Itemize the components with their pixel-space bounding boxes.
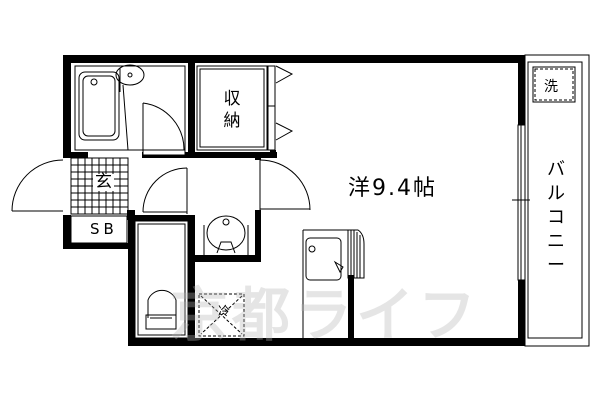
main-room-label: 洋9.4帖 (348, 176, 437, 201)
entrance-label: 玄 (93, 172, 114, 192)
bathtub (78, 71, 120, 141)
watermark: 京都ライフ (170, 281, 481, 349)
thin-lines (11, 54, 590, 347)
shoe-box-label: SB (90, 220, 118, 238)
balcony-label: バルコニー (547, 159, 565, 276)
refrigerator-label: 冷 (218, 304, 231, 318)
washing-machine-label: 洗 (544, 79, 558, 95)
kitchen-sink (305, 237, 342, 281)
storage-label: 収納 (223, 89, 241, 131)
washbasin (206, 215, 246, 251)
walls (63, 55, 525, 346)
toilet (147, 289, 177, 318)
